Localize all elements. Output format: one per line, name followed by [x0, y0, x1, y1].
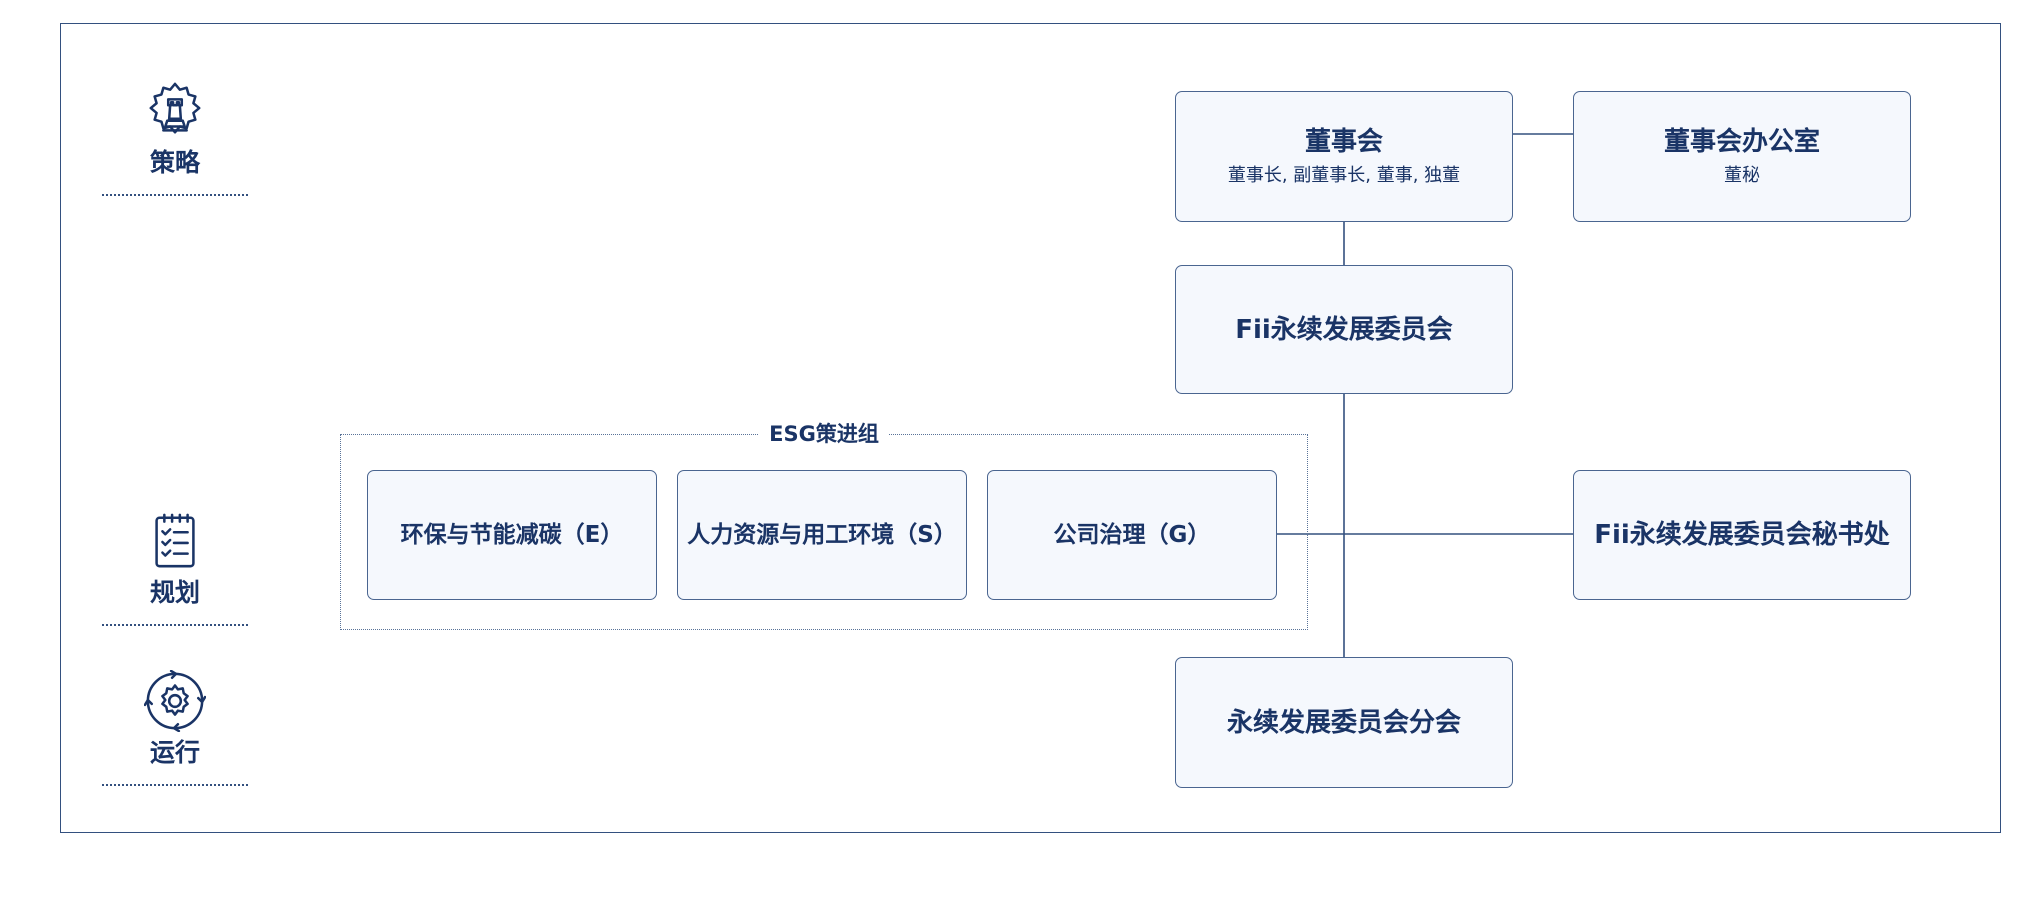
sidebar-label-strategy: 策略 — [149, 148, 200, 177]
sidebar-item-operation: 运行 — [100, 670, 250, 786]
sidebar-item-planning: 规划 — [100, 510, 250, 626]
board-office-subtitle: 董秘 — [1724, 164, 1760, 186]
committee-title: Fii永续发展委员会 — [1235, 314, 1453, 345]
esg-item-environment-title: 环保与节能减碳（E） — [400, 522, 624, 548]
esg-group-label-text: ESG策进组 — [759, 422, 889, 446]
diagram-frame — [60, 23, 2001, 833]
gear-chess-icon — [149, 82, 201, 134]
esg-item-governance: 公司治理（G） — [987, 470, 1277, 600]
esg-item-governance-title: 公司治理（G） — [1053, 522, 1211, 548]
sidebar-divider — [102, 784, 248, 786]
branch-box: 永续发展委员会分会 — [1175, 657, 1513, 788]
board-subtitle: 董事长, 副董事长, 董事, 独董 — [1227, 164, 1461, 186]
secretariat-title: Fii永续发展委员会秘书处 — [1594, 520, 1890, 550]
secretariat-box: Fii永续发展委员会秘书处 — [1573, 470, 1911, 600]
clipboard-checklist-icon — [155, 513, 195, 568]
esg-item-social: 人力资源与用工环境（S） — [677, 470, 967, 600]
esg-group-container: ESG策进组 — [340, 422, 1308, 630]
sidebar-divider — [102, 624, 248, 626]
board-office-box: 董事会办公室 董秘 — [1573, 91, 1911, 222]
branch-title: 永续发展委员会分会 — [1226, 707, 1461, 738]
sidebar-item-strategy: 策略 — [100, 80, 250, 196]
cycle-gear-icon — [144, 670, 206, 732]
esg-item-environment: 环保与节能减碳（E） — [367, 470, 657, 600]
committee-box: Fii永续发展委员会 — [1175, 265, 1513, 394]
esg-item-social-title: 人力资源与用工环境（S） — [687, 522, 957, 548]
board-title: 董事会 — [1304, 126, 1383, 157]
esg-group-label: ESG策进组 — [341, 420, 1307, 448]
board-office-title: 董事会办公室 — [1663, 126, 1820, 157]
sidebar-label-operation: 运行 — [149, 738, 200, 767]
sidebar-label-planning: 规划 — [149, 578, 200, 607]
board-box: 董事会 董事长, 副董事长, 董事, 独董 — [1175, 91, 1513, 222]
sidebar-divider — [102, 194, 248, 196]
